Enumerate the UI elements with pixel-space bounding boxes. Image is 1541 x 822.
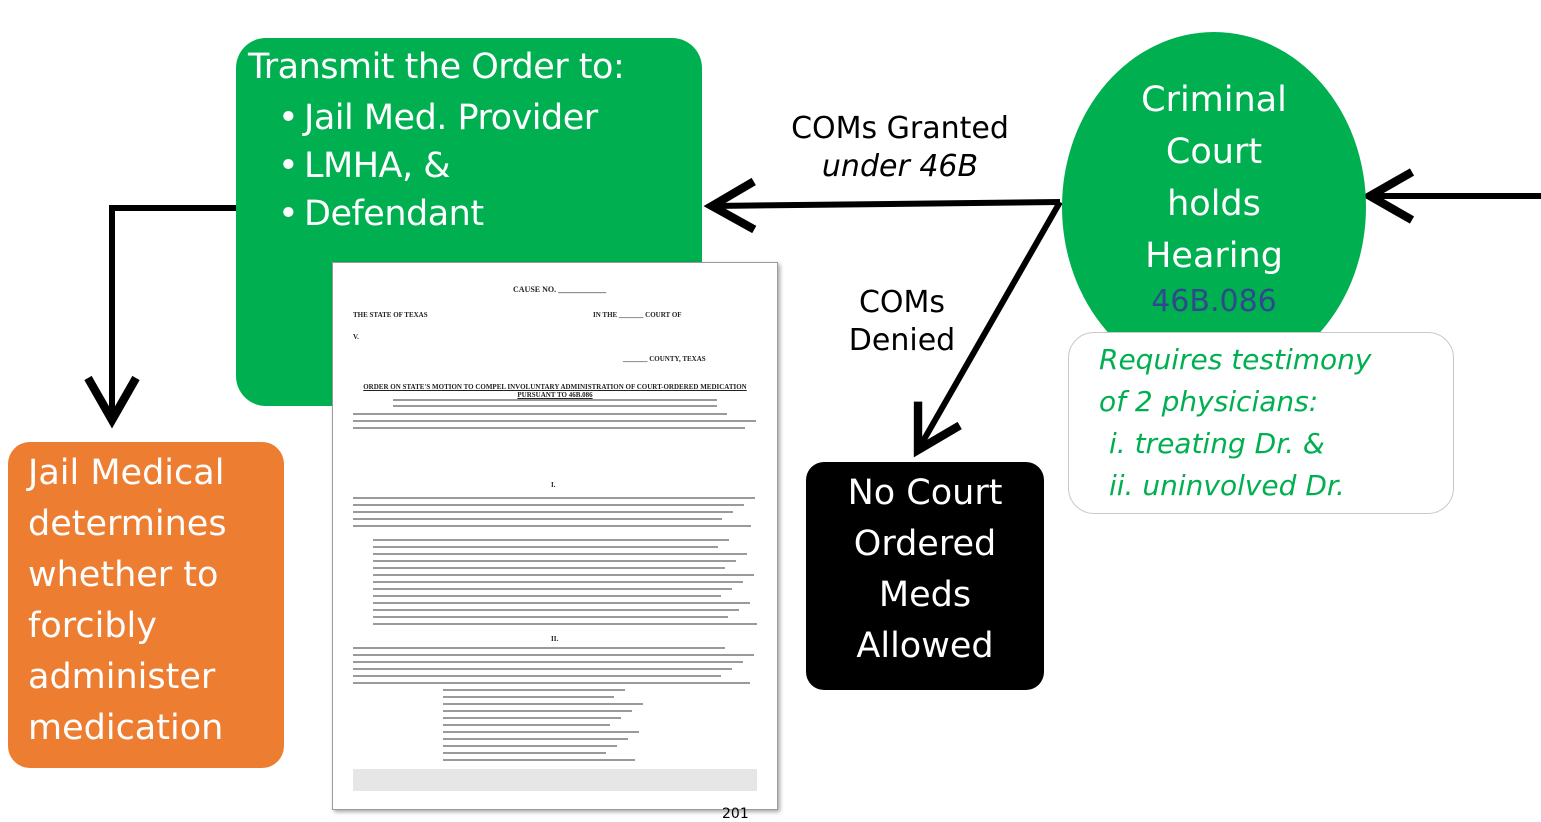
doc-text-line <box>353 668 732 670</box>
doc-text-line <box>353 525 751 527</box>
doc-text-line <box>443 724 610 726</box>
doc-text-line <box>353 675 721 677</box>
court-line-4: Hearing <box>1145 236 1283 276</box>
doc-text-line <box>353 518 722 520</box>
doc-text-line <box>353 413 727 415</box>
doc-text-line <box>373 609 739 611</box>
doc-text-line <box>373 581 743 583</box>
doc-text-line <box>353 647 725 649</box>
doc-text-line <box>373 560 736 562</box>
doc-text-line <box>373 553 747 555</box>
doc-text-line <box>443 759 635 761</box>
doc-v: V. <box>353 333 359 341</box>
doc-footer-bar <box>353 769 757 791</box>
recipient-jail-med: •Jail Med. Provider <box>278 98 598 138</box>
doc-text-line <box>353 497 755 499</box>
statute-reference: 46B.086 <box>1151 284 1277 319</box>
doc-county: _______ COUNTY, TEXAS <box>623 355 706 363</box>
transmit-order-box: Transmit the Order to: •Jail Med. Provid… <box>236 38 702 406</box>
denied-label: COMs Denied <box>848 285 956 358</box>
doc-text-line <box>353 504 744 506</box>
doc-text-line <box>443 738 628 740</box>
doc-text-line <box>393 405 717 407</box>
doc-text-line <box>443 745 617 747</box>
granted-arrow <box>703 177 1061 234</box>
doc-text-line <box>443 710 632 712</box>
testimony-line-2: of 2 physicians: <box>1099 385 1319 418</box>
no-court-ordered-meds-box: No Court Ordered Meds Allowed <box>806 462 1044 690</box>
court-line-2: Court <box>1165 132 1263 172</box>
court-order-document-thumbnail: CAUSE NO. ____________ THE STATE OF TEXA… <box>332 262 778 810</box>
doc-section-2: II. <box>551 635 559 643</box>
physician-item-uninvolved: ii. uninvolved Dr. <box>1109 469 1345 502</box>
doc-text-line <box>393 399 717 401</box>
doc-cause-no: CAUSE NO. ____________ <box>513 285 607 294</box>
denied-arrow <box>913 200 1063 458</box>
doc-text-line <box>443 689 625 691</box>
page-number: 201 <box>722 806 749 822</box>
recipient-list: •Jail Med. Provider •LMHA, & •Defendant <box>248 94 702 238</box>
doc-text-line <box>443 696 614 698</box>
doc-text-line <box>353 682 750 684</box>
doc-text-line <box>373 602 750 604</box>
doc-text-line <box>373 623 757 625</box>
court-line-3: holds <box>1167 184 1261 224</box>
doc-text-line <box>353 420 756 422</box>
doc-text-line <box>373 595 721 597</box>
doc-text-line <box>353 511 733 513</box>
doc-text-line <box>443 752 606 754</box>
doc-text-line <box>373 546 718 548</box>
doc-state: THE STATE OF TEXAS <box>353 311 428 319</box>
court-hearing-node: Criminal Court holds Hearing 46B.086 <box>1062 32 1366 382</box>
doc-text-line <box>373 574 754 576</box>
physician-item-treating: i. treating Dr. & <box>1109 427 1325 460</box>
doc-text-line <box>373 616 728 618</box>
doc-court: IN THE _______ COURT OF <box>593 311 682 319</box>
doc-section-1: I. <box>551 481 556 489</box>
doc-text-line <box>353 661 743 663</box>
transmit-to-jail-arrow <box>84 205 236 429</box>
testimony-line-1: Requires testimony <box>1099 343 1372 376</box>
doc-text-line <box>443 731 639 733</box>
recipient-defendant: •Defendant <box>278 194 484 234</box>
doc-text-line <box>373 539 729 541</box>
doc-text-line <box>373 567 725 569</box>
jail-medical-box: Jail Medical determines whether to forci… <box>8 442 284 768</box>
doc-text-line <box>443 717 621 719</box>
doc-text-line <box>373 588 732 590</box>
doc-text-line <box>353 427 745 429</box>
doc-text-line <box>353 654 754 656</box>
doc-text-line <box>443 703 643 705</box>
transmit-title: Transmit the Order to: <box>248 47 625 87</box>
recipient-lmha: •LMHA, & <box>278 146 451 186</box>
court-line-1: Criminal <box>1141 80 1287 120</box>
testimony-requirement-box: Requires testimony of 2 physicians: i. t… <box>1068 332 1454 514</box>
granted-label: COMs Granted under 46B <box>791 111 1009 184</box>
doc-heading: ORDER ON STATE'S MOTION TO COMPEL INVOLU… <box>363 383 747 399</box>
